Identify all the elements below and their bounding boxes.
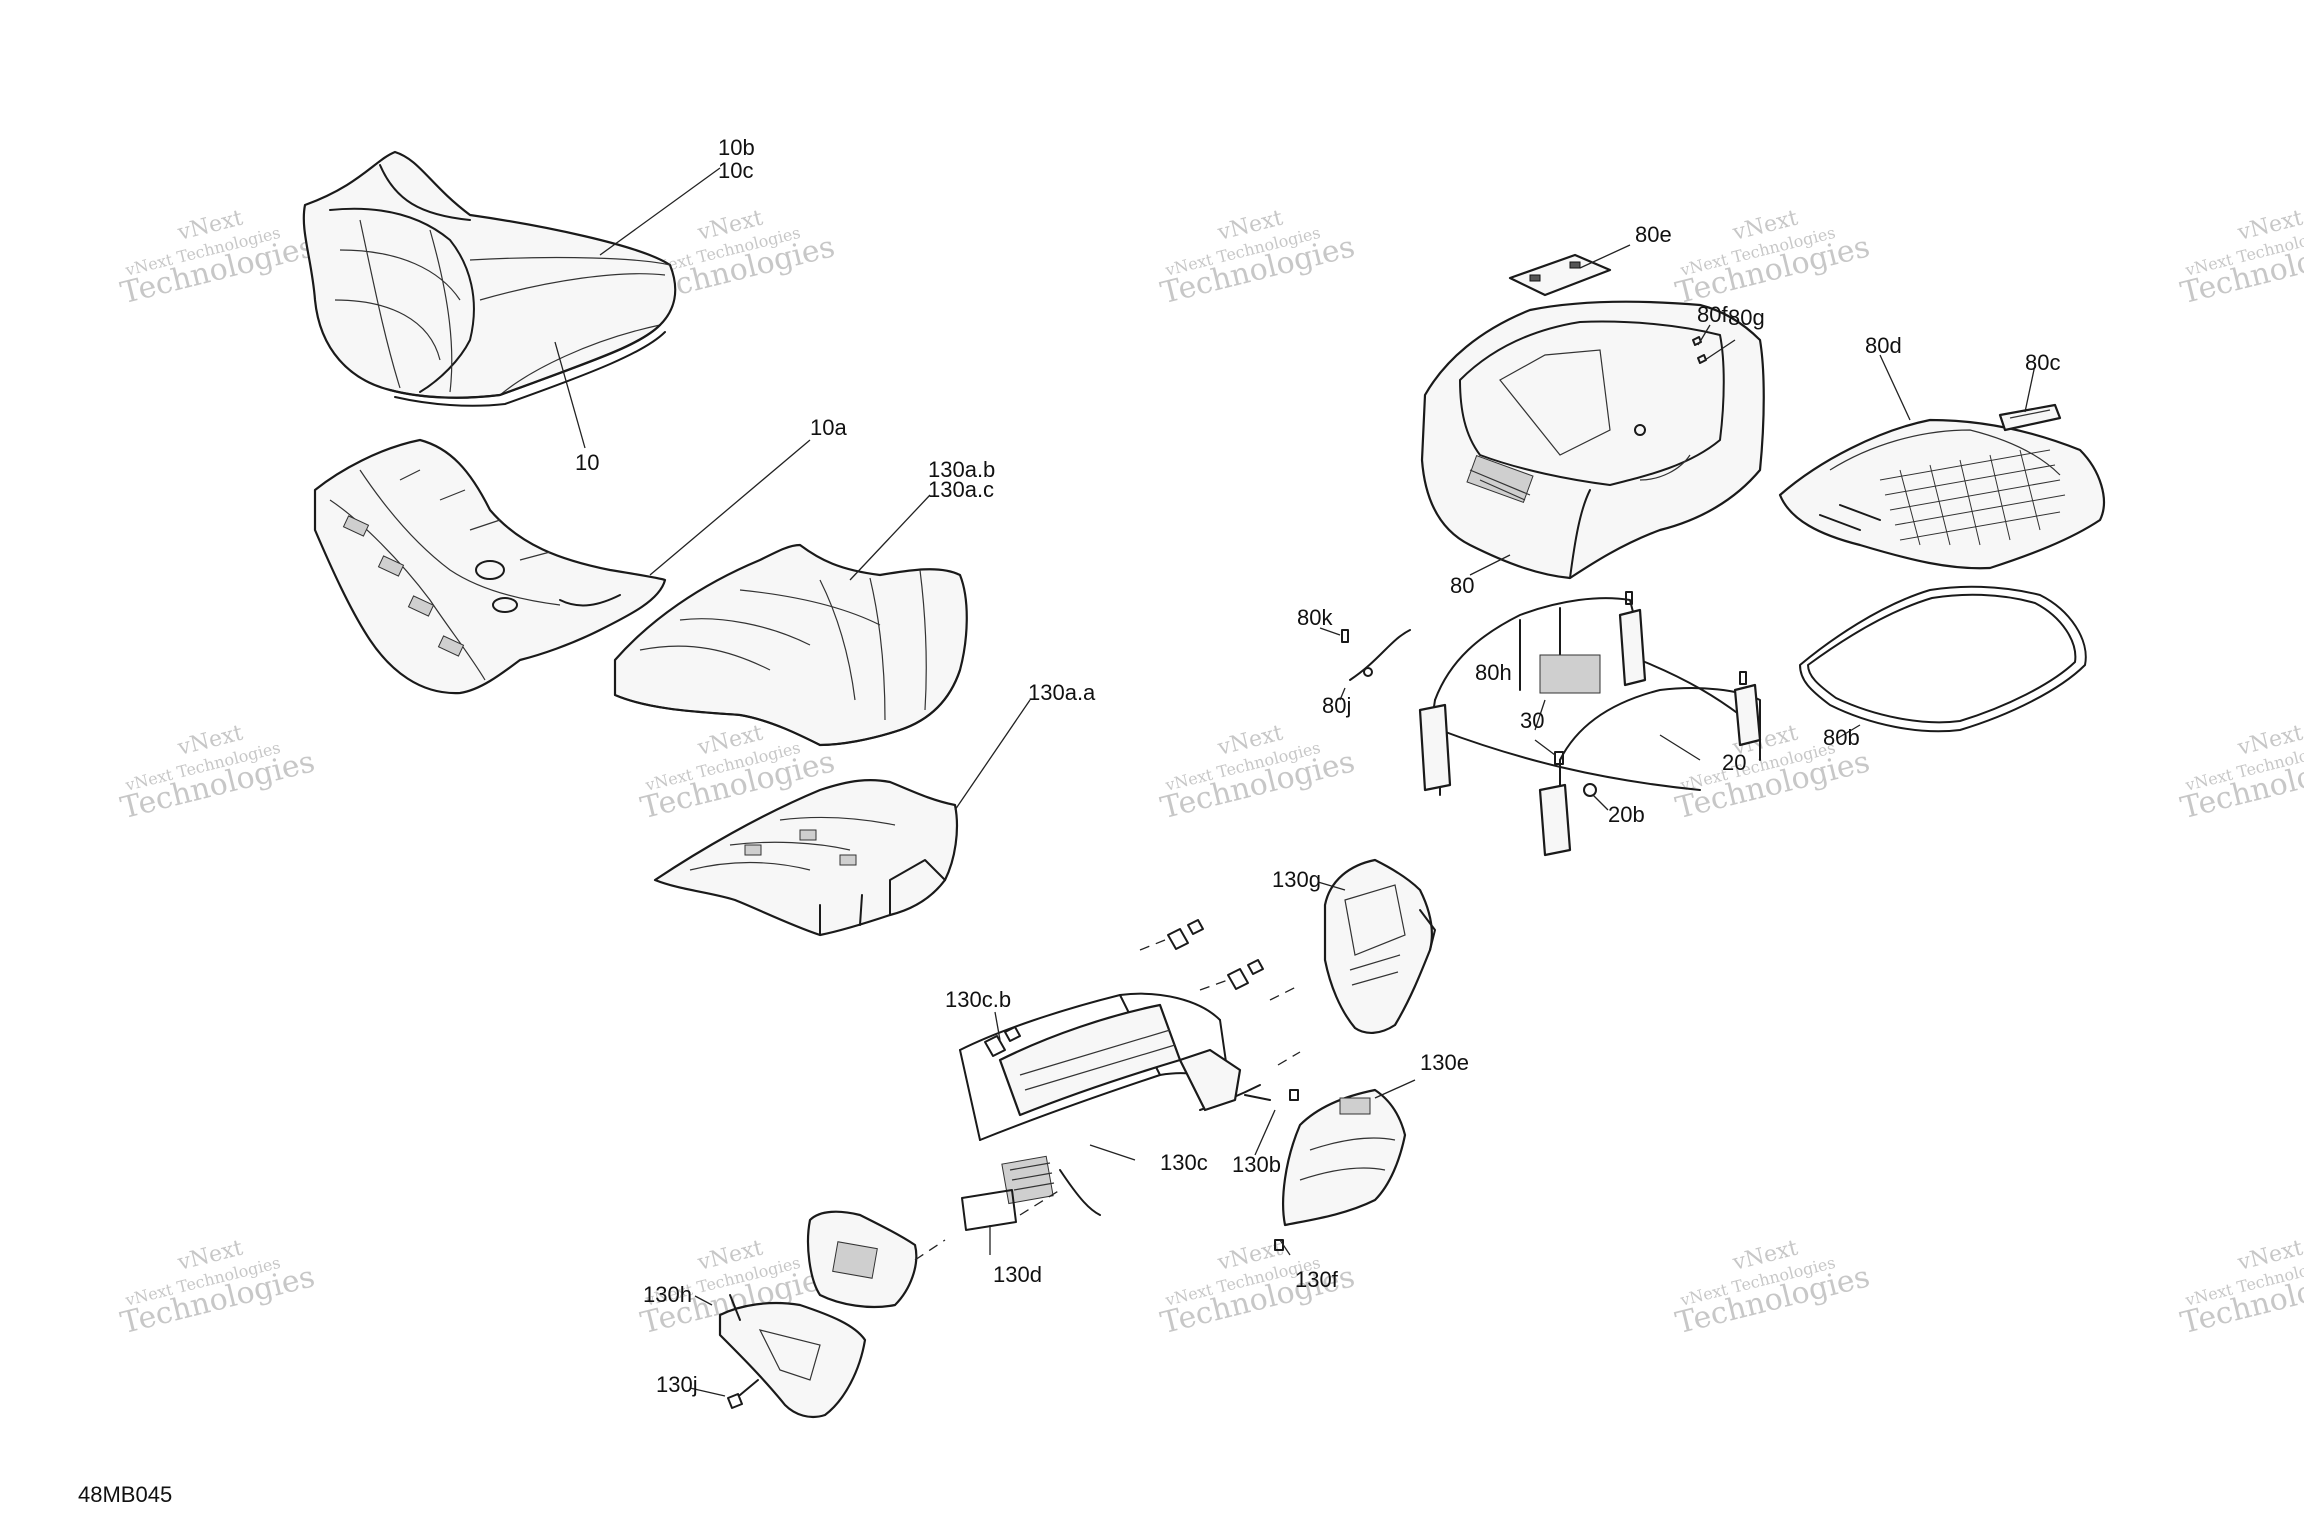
watermark: vNext vNext Technologies Technologies: [1157, 721, 1358, 827]
backrest-cover-part: [1323, 858, 1436, 1034]
callout-10b: 10b: [718, 135, 755, 160]
label-part: [961, 1189, 1017, 1231]
mount-bracket-part: [718, 1294, 867, 1419]
watermark: vNext vNext Technologies Technologies: [117, 206, 318, 312]
callout-130g: 130g: [1272, 867, 1321, 892]
watermark: vNext vNext Technologies Technologies: [117, 721, 318, 827]
callout-10: 10: [575, 450, 599, 475]
storage-box-part: [1420, 300, 1765, 580]
watermark: vNext vNext Technologies Technologies: [1672, 1236, 1873, 1342]
callout-130f: 130f: [1295, 1267, 1339, 1292]
callout-80e: 80e: [1635, 222, 1672, 247]
callout-130a-b: 130a.b: [928, 457, 995, 482]
callout-80: 80: [1450, 573, 1474, 598]
callout-130a-a: 130a.a: [1028, 680, 1096, 705]
seat-base-pan-part: [313, 438, 667, 695]
callout-80h: 80h: [1475, 660, 1512, 685]
seat-base-part: [653, 778, 959, 937]
callout-10c: 10c: [718, 158, 753, 183]
callout-80f: 80f: [1697, 302, 1728, 327]
watermark: vNext vNext Technologies Technologies: [2177, 721, 2304, 827]
side-panel-part: [1282, 1088, 1407, 1227]
callout-130a-c: 130a.c: [928, 477, 994, 502]
lid-texture: [1879, 449, 2066, 546]
watermark: vNext vNext Technologies Technologies: [2177, 1236, 2304, 1342]
seat-foam-part: [613, 543, 968, 747]
callout-80g: 80g: [1728, 305, 1765, 330]
watermark: vNext vNext Technologies Technologies: [1672, 721, 1873, 827]
callout-130c: 130c: [1160, 1150, 1208, 1175]
callout-80d: 80d: [1865, 333, 1902, 358]
leader-lines: [554, 167, 2036, 1397]
box-lid-part: [1778, 418, 2105, 570]
callout-80k: 80k: [1297, 605, 1333, 630]
callout-10a: 10a: [810, 415, 847, 440]
watermark: vNext vNext Technologies Technologies: [1672, 206, 1873, 312]
callout-130d: 130d: [993, 1262, 1042, 1287]
callout-80j: 80j: [1322, 693, 1351, 718]
screw-130j-part: [727, 1379, 759, 1409]
watermark: vNext vNext Technologies Technologies: [2177, 206, 2304, 312]
callout-130j: 130j: [656, 1372, 698, 1397]
rack-frame-part: [1418, 597, 1762, 857]
callout-130c-b: 130c.b: [945, 987, 1011, 1012]
callout-30: 30: [1520, 708, 1544, 733]
callout-130h: 130h: [643, 1282, 692, 1307]
watermark: vNext vNext Technologies Technologies: [117, 1236, 318, 1342]
fastener-parts: [1341, 591, 1747, 797]
callout-20b: 20b: [1608, 802, 1645, 827]
backrest-frame-part: [959, 992, 1271, 1216]
gasket-part: [1799, 585, 2087, 733]
seat-cushion-part: [302, 150, 677, 407]
callout-80c: 80c: [2025, 350, 2060, 375]
callout-130e: 130e: [1420, 1050, 1469, 1075]
callout-130b: 130b: [1232, 1152, 1281, 1177]
bolt-parts: [984, 919, 1369, 1251]
callout-80b: 80b: [1823, 725, 1860, 750]
storage-tray-part: [806, 1210, 918, 1309]
figure-id: 48MB045: [78, 1482, 172, 1507]
watermark: vNext vNext Technologies Technologies: [1157, 206, 1358, 312]
callout-labels: 10b 10c 10 10a 130a.b 130a.c 130a.a 80e …: [575, 135, 2060, 1397]
hinge-part: [1998, 403, 2062, 432]
callout-20: 20: [1722, 750, 1746, 775]
